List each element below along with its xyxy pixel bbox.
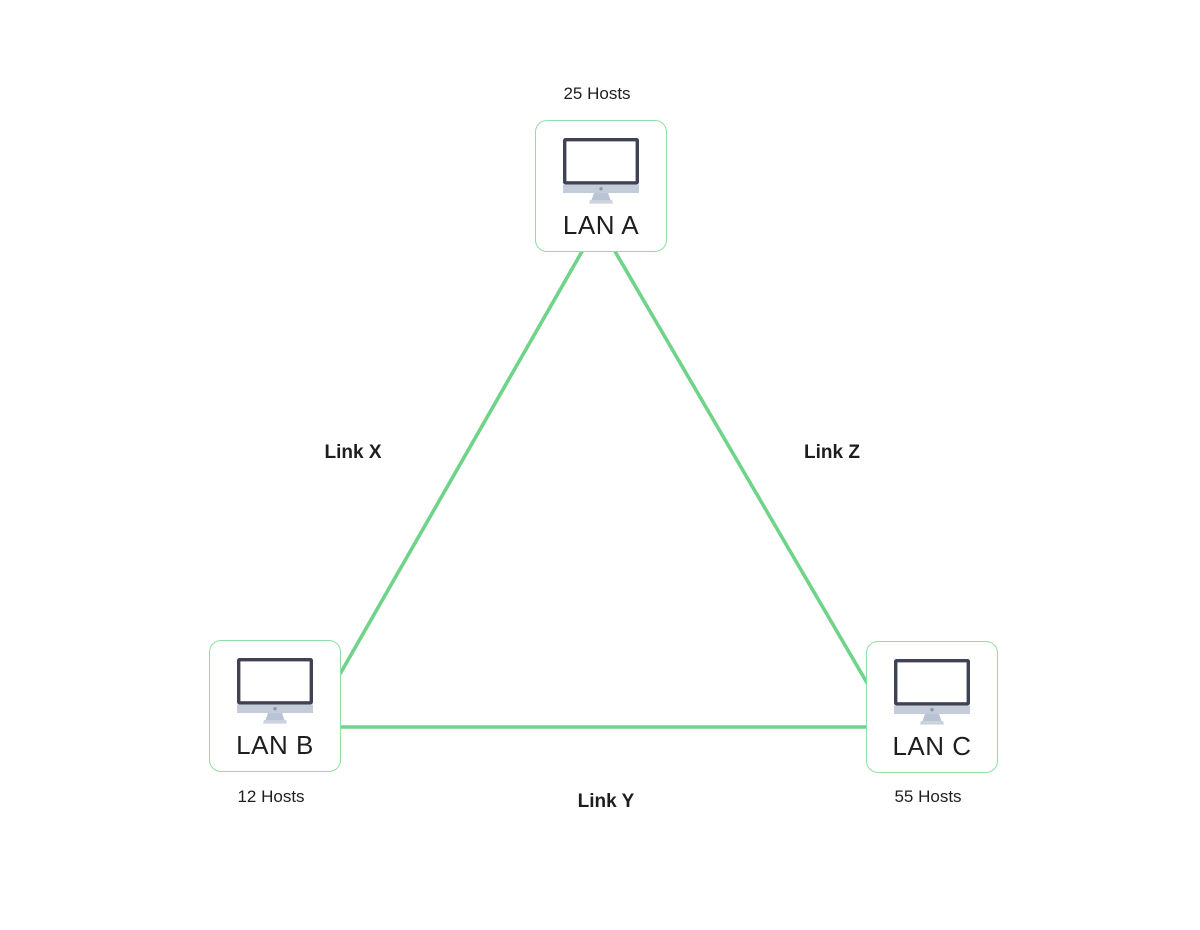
node-lan-b: LAN B xyxy=(209,640,341,772)
desktop-computer-icon xyxy=(563,138,639,204)
node-label-lan-a: LAN A xyxy=(562,210,640,240)
node-label-lan-c: LAN C xyxy=(892,731,972,761)
hosts-label-lan-a: 25 Hosts xyxy=(563,84,631,103)
desktop-computer-icon xyxy=(894,659,970,725)
hosts-label-lan-b: 12 Hosts xyxy=(237,787,305,806)
node-lan-c: LAN C xyxy=(866,641,998,773)
hosts-label-lan-c: 55 Hosts xyxy=(894,787,962,806)
link-z-line xyxy=(611,247,872,689)
link-label-y: Link Y xyxy=(577,791,635,812)
node-lan-a: LAN A xyxy=(535,120,667,252)
node-label-lan-b: LAN B xyxy=(236,730,314,760)
desktop-computer-icon xyxy=(237,658,313,724)
link-x-line xyxy=(338,247,586,675)
link-label-x: Link X xyxy=(324,442,382,463)
link-label-z: Link Z xyxy=(804,442,860,463)
